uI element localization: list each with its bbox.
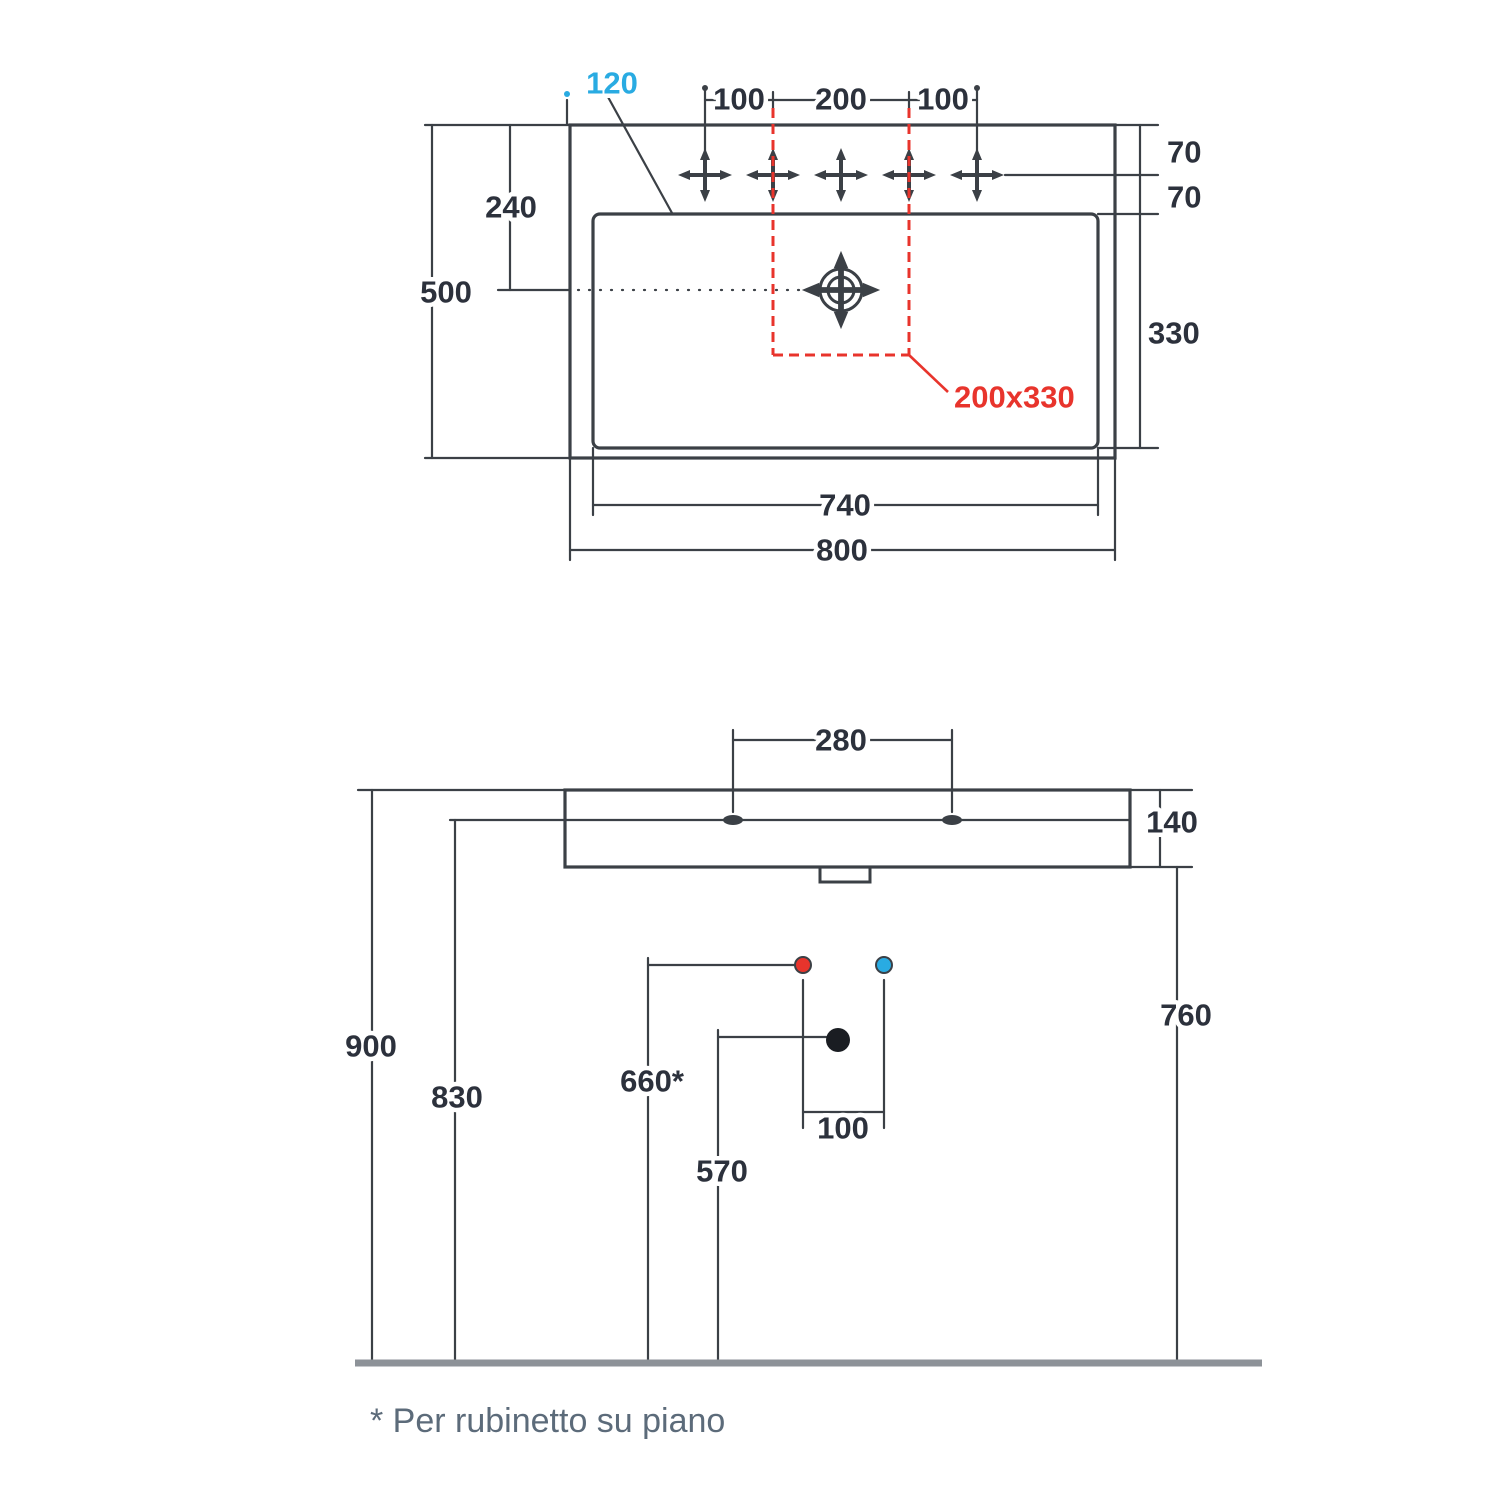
dim-label-100-right: 100 bbox=[917, 82, 969, 117]
dim-label-70-top: 70 bbox=[1167, 135, 1201, 170]
dim-label-120: 120 bbox=[586, 66, 638, 101]
dim-label-740: 740 bbox=[819, 488, 871, 523]
end-dot bbox=[702, 85, 708, 91]
dim-right-stack: 70 70 330 bbox=[1003, 123, 1206, 450]
dim-fixing-height: 830 bbox=[427, 818, 487, 1365]
tap-hole-mark bbox=[812, 146, 870, 204]
dim-label-240: 240 bbox=[485, 190, 537, 225]
top-view: 500 240 100 200 100 120 bbox=[416, 61, 1206, 572]
dim-body-height: 140 bbox=[1128, 788, 1202, 869]
end-dot bbox=[974, 85, 980, 91]
dim-label-280: 280 bbox=[815, 723, 867, 758]
waste-drain-point bbox=[826, 1028, 850, 1052]
dim-basin-width: 740 bbox=[591, 446, 1100, 527]
dim-label-70-bottom: 70 bbox=[1167, 180, 1201, 215]
drain-cross-mark bbox=[802, 251, 880, 329]
tap-hole-marks bbox=[676, 146, 1006, 204]
cold-water-supply-point bbox=[875, 956, 893, 974]
fixing-hole-right bbox=[942, 815, 962, 825]
cutout-outline: 200x330 bbox=[771, 108, 1079, 419]
dim-label-500: 500 bbox=[420, 275, 472, 310]
top-view-basin-outline bbox=[591, 212, 1100, 450]
leader-line bbox=[606, 95, 674, 215]
dim-label-100-left: 100 bbox=[713, 82, 765, 117]
callout-dot bbox=[564, 91, 570, 97]
dim-hole-spacing: 100 200 100 bbox=[702, 77, 980, 162]
dim-fixing-spacing: 280 bbox=[731, 718, 954, 814]
footnote-text: * Per rubinetto su piano bbox=[370, 1402, 725, 1440]
drain-symbol bbox=[802, 251, 880, 329]
dim-overall-width: 800 bbox=[568, 456, 1117, 572]
dim-label-140: 140 bbox=[1146, 805, 1198, 840]
dim-supply-spacing: 100 bbox=[801, 978, 886, 1150]
hot-water-supply-point bbox=[794, 956, 812, 974]
dim-label-800: 800 bbox=[816, 533, 868, 568]
dim-label-830: 830 bbox=[431, 1080, 483, 1115]
drain-outer-circle bbox=[818, 267, 864, 313]
dim-depth-to-drain: 240 bbox=[481, 123, 541, 292]
dim-bottom-height: 760 bbox=[1156, 865, 1216, 1365]
top-view-outer-outline bbox=[568, 123, 1117, 460]
dim-label-330: 330 bbox=[1148, 316, 1200, 351]
front-view-body-outline bbox=[563, 788, 1132, 869]
front-view: 280 140 760 900 830 660* bbox=[341, 718, 1262, 1440]
dim-drain-height: 570 bbox=[692, 1028, 828, 1365]
dim-label-100-supply: 100 bbox=[817, 1111, 869, 1146]
dim-label-cutout: 200x330 bbox=[954, 380, 1075, 415]
callout-tap-hole: 120 bbox=[564, 61, 674, 215]
dim-label-660: 660* bbox=[620, 1064, 685, 1099]
drain-fitting bbox=[818, 865, 872, 884]
dim-overall-height: 900 bbox=[341, 788, 567, 1365]
leader-line bbox=[908, 354, 949, 393]
dim-overall-depth: 500 bbox=[416, 123, 572, 460]
fixing-hole-left bbox=[723, 815, 743, 825]
dim-label-570: 570 bbox=[696, 1154, 748, 1189]
dim-supply-height: 660* bbox=[616, 956, 797, 1365]
dim-label-200: 200 bbox=[815, 82, 867, 117]
drain-inner-circle bbox=[826, 275, 856, 305]
dim-label-900: 900 bbox=[345, 1029, 397, 1064]
dim-label-760: 760 bbox=[1160, 998, 1212, 1033]
